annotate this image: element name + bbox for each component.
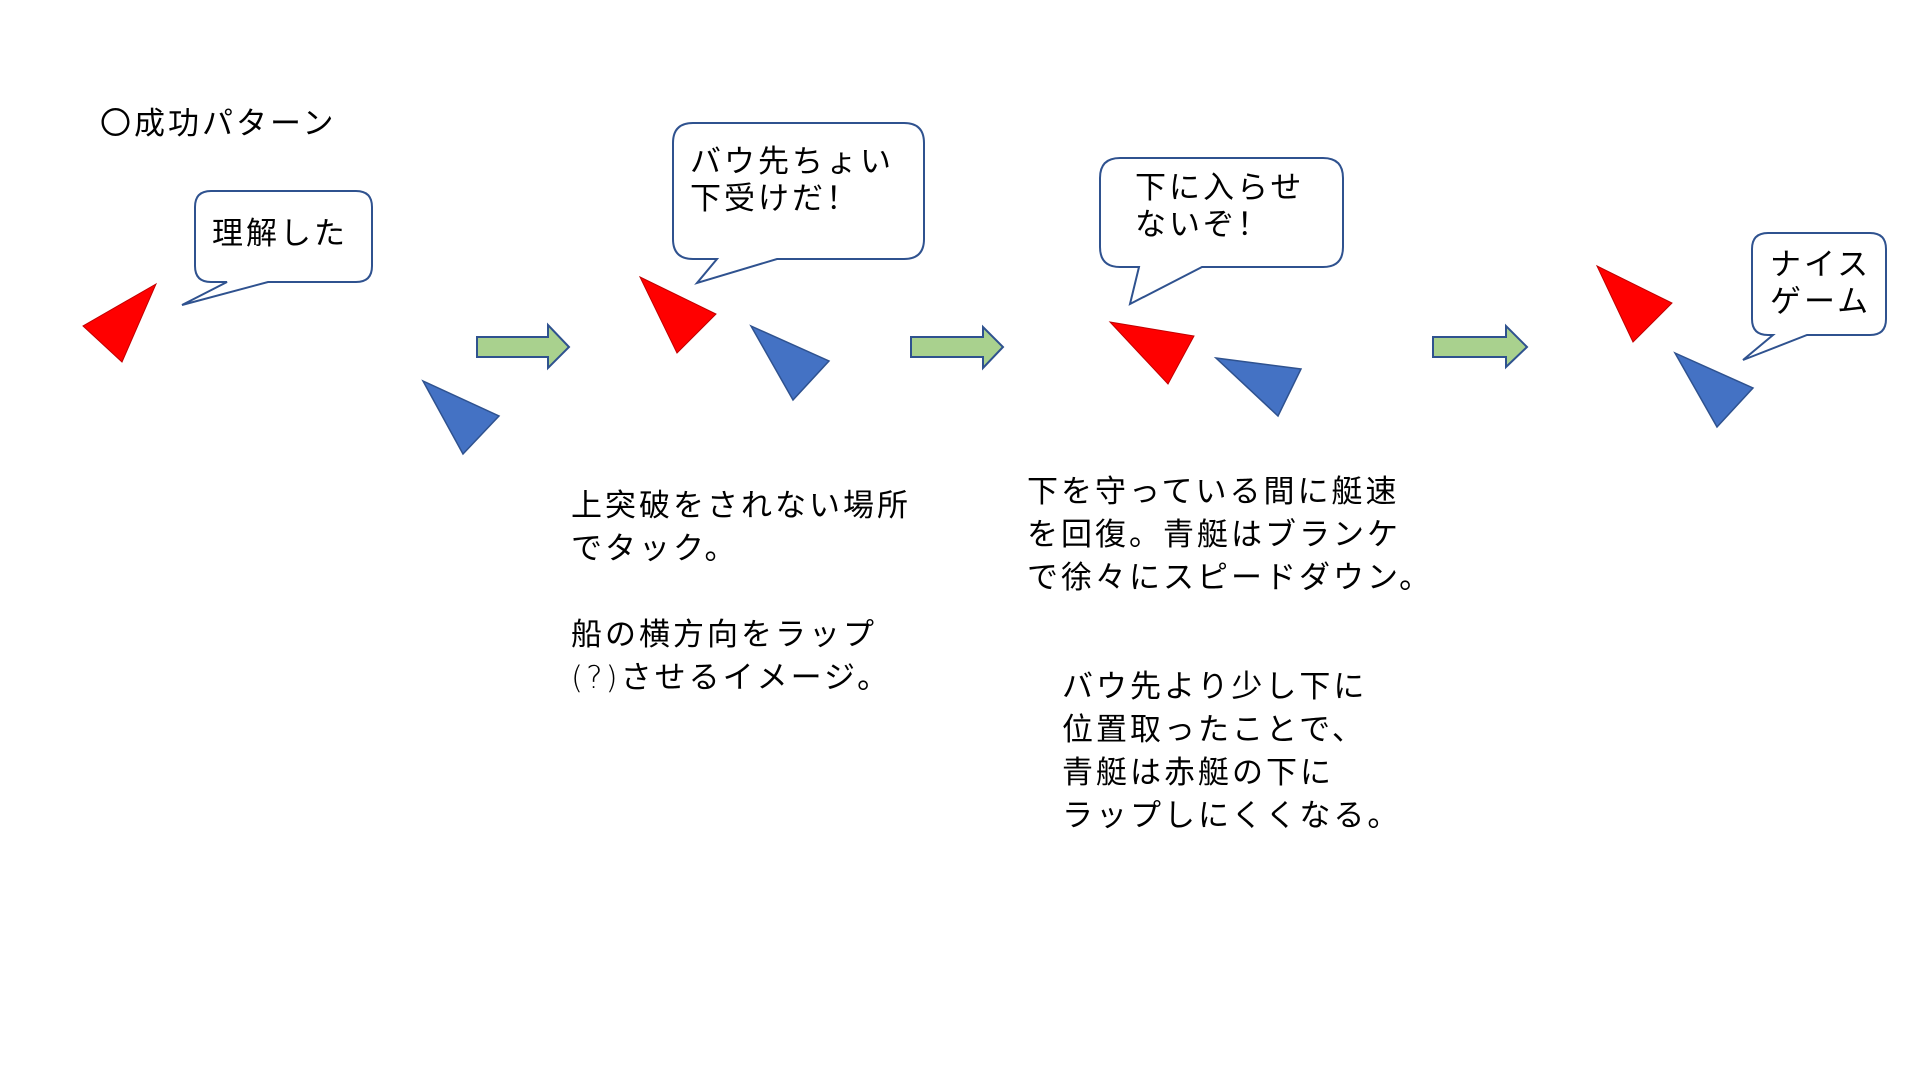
red-boat-3 [1108,321,1195,385]
callout-text-3: 下に入らせ ないぞ！ [1135,170,1305,243]
callout-bubble-2 [672,122,925,285]
callout-bubble-3 [1099,157,1344,306]
callout-bubble-1 [181,190,373,306]
next-step-arrow-1 [476,322,571,371]
red-boat-1 [82,282,158,363]
red-boat-4 [1595,264,1673,343]
next-step-arrow-3 [1432,323,1529,370]
stage-2-notes: 上突破をされない場所 でタック。 船の横方向をラップ (?)させるイメージ。 [571,488,911,696]
blue-boat-3 [1213,356,1303,418]
callout-text-1: 理解した [212,216,348,252]
red-boat-2 [638,275,717,354]
blue-boat-1 [421,379,501,456]
page-title: 〇成功パターン [100,106,337,142]
callout-text-2: バウ先ちょい 下受けだ！ [690,144,894,217]
blue-boat-4 [1673,351,1755,429]
blue-boat-2 [749,324,831,402]
next-step-arrow-2 [910,324,1005,371]
callout-text-4: ナイス ゲーム [1770,247,1872,320]
stage-3-notes: 下を守っている間に艇速 を回復。青艇はブランケ で徐々にスピードダウン。 [1027,474,1434,596]
stage-3-notes-secondary: バウ先より少し下に 位置取ったことで、 青艇は赤艇の下に ラップしにくくなる。 [1062,669,1402,834]
callout-bubble-4 [1742,232,1887,361]
